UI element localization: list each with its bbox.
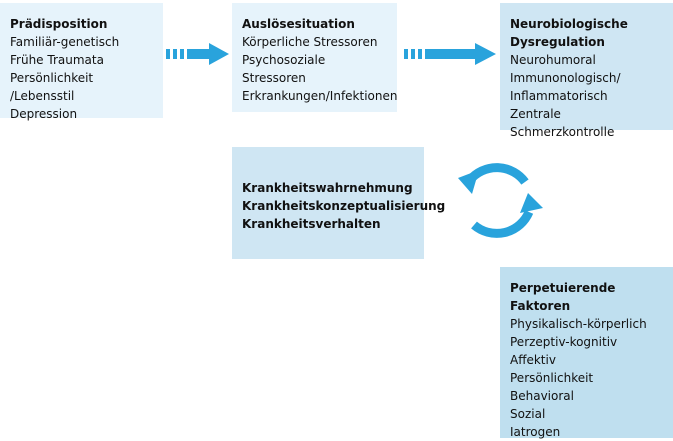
arrow-right-icon [166, 43, 229, 65]
praedisposition-title: Prädisposition [10, 17, 108, 31]
perpetuierend-item: Perzeptiv-kognitiv [510, 335, 618, 349]
perpetuierend-item: Sozial [510, 407, 546, 421]
krankheit-line: Krankheitskonzeptualisierung [242, 199, 446, 213]
neurobiologie-item: Inflammatorisch [510, 89, 608, 103]
praedisposition-item: Persönlichkeit /Lebensstil [10, 71, 94, 103]
box-krankheit: Krankheitswahrnehmung Krankheitskonzeptu… [232, 147, 446, 259]
box-ausloesesituation: Auslösesituation Körperliche Stressoren … [232, 3, 397, 112]
neurobiologie-item: Immunonologisch/ [510, 71, 621, 85]
ausloesesituation-item: Erkrankungen/Infektionen [242, 89, 398, 103]
cycle-arrows-icon [458, 163, 543, 238]
box-praedisposition: Prädisposition Familiär-genetisch Frühe … [0, 3, 163, 121]
perpetuierend-title: Perpetuierende Faktoren [510, 281, 616, 313]
perpetuierend-item: Physikalisch-körperlich [510, 317, 647, 331]
krankheit-line: Krankheitsverhalten [242, 217, 381, 231]
ausloesesituation-item: Körperliche Stressoren [242, 35, 378, 49]
box-perpetuierend: Perpetuierende Faktoren Physikalisch-kör… [500, 267, 673, 439]
ausloesesituation-title: Auslösesituation [242, 17, 355, 31]
perpetuierend-item: Persönlichkeit [510, 371, 594, 385]
praedisposition-item: Familiär-genetisch [10, 35, 120, 49]
praedisposition-item: Frühe Traumata [10, 53, 104, 67]
neurobiologie-title: Neurobiologische [510, 17, 628, 31]
box-neurobiologie: Neurobiologische Dysregulation Neurohumo… [500, 3, 673, 139]
neurobiologie-item: Neurohumoral [510, 53, 596, 67]
ausloesesituation-item: Psychosoziale Stressoren [242, 53, 326, 85]
perpetuierend-item: Affektiv [510, 353, 556, 367]
neurobiologie-item: Zentrale Schmerzkontrolle [510, 107, 615, 139]
perpetuierend-item: Iatrogen [510, 425, 561, 439]
praedisposition-item: Depression [10, 107, 78, 121]
krankheit-line: Krankheitswahrnehmung [242, 181, 413, 195]
neurobiologie-title: Dysregulation [510, 35, 605, 49]
perpetuierend-item: Behavioral [510, 389, 574, 403]
arrow-right-icon [404, 43, 496, 65]
